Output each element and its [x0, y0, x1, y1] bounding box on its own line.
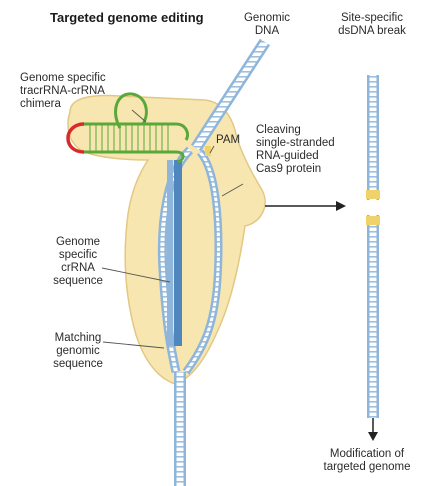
label-genomic-dna: Genomic DNA	[222, 12, 312, 38]
label-chimera: Genome specific tracrRNA-crRNA chimera	[20, 72, 160, 111]
label-pam: PAM	[216, 134, 256, 147]
label-site-specific-break: Site-specific dsDNA break	[322, 12, 422, 38]
crrna-bar	[167, 160, 182, 346]
label-matching-sequence: Matching genomic sequence	[38, 332, 118, 371]
diagram-title: Targeted genome editing	[50, 10, 204, 25]
down-arrow	[368, 418, 378, 441]
label-crrna-sequence: Genome specific crRNA sequence	[38, 236, 118, 288]
label-cas9-protein: Cleaving single-stranded RNA-guided Cas9…	[256, 124, 376, 176]
transition-arrow	[265, 201, 346, 211]
pam-marker	[205, 146, 211, 156]
label-modification: Modification of targeted genome	[312, 448, 422, 474]
